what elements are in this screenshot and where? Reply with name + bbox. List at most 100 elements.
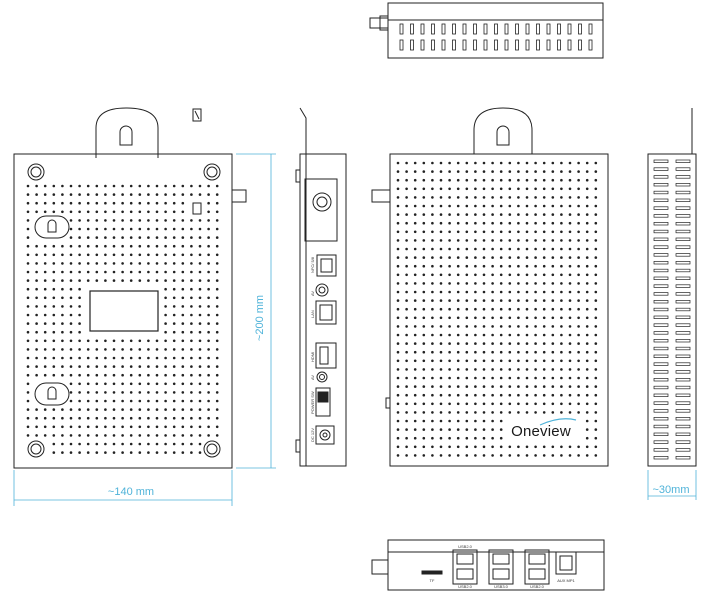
vent-hole xyxy=(112,399,116,403)
vent-hole xyxy=(499,445,503,449)
vent-hole xyxy=(129,416,133,420)
vent-hole xyxy=(112,348,116,351)
vent-hole xyxy=(568,247,572,251)
vent-hole xyxy=(26,425,30,429)
vent-hole xyxy=(542,282,546,285)
vent-slot xyxy=(653,175,669,179)
vent-hole xyxy=(215,365,219,368)
vent-hole xyxy=(207,408,210,411)
vent-hole xyxy=(52,210,56,214)
vent-hole xyxy=(181,416,185,420)
vent-hole xyxy=(35,434,38,437)
vent-hole xyxy=(482,436,486,440)
vent-hole xyxy=(112,451,116,454)
vent-hole xyxy=(448,187,451,191)
vent-hole xyxy=(525,342,529,345)
vent-hole xyxy=(26,279,30,282)
vent-hole xyxy=(95,236,99,239)
vent-hole xyxy=(190,219,193,222)
vent-hole xyxy=(542,368,546,371)
vent-hole xyxy=(198,270,202,274)
vent-hole xyxy=(396,178,400,182)
vent-hole xyxy=(112,279,116,282)
vent-hole xyxy=(474,402,477,406)
vent-hole xyxy=(129,253,133,257)
vent-hole xyxy=(568,299,572,302)
vent-hole xyxy=(542,161,546,165)
vent-hole xyxy=(61,313,64,317)
vent-hole xyxy=(448,428,451,431)
vent-hole xyxy=(568,342,572,345)
vent-hole xyxy=(164,287,167,291)
vent-hole xyxy=(155,442,159,446)
vent-slot xyxy=(653,222,669,226)
vent-hole xyxy=(431,333,434,337)
vent-hole xyxy=(465,428,469,431)
vent-hole xyxy=(190,373,193,377)
vent-hole xyxy=(448,161,451,165)
vent-hole xyxy=(198,322,202,325)
vent-hole xyxy=(499,419,503,423)
vent-hole xyxy=(439,316,443,320)
vent-hole xyxy=(456,161,460,165)
vent-hole xyxy=(198,434,202,437)
vent-hole xyxy=(577,299,580,302)
vent-hole xyxy=(405,170,408,173)
vent-hole xyxy=(69,451,73,454)
vent-hole xyxy=(585,247,589,251)
vent-hole xyxy=(551,204,555,208)
vent-hole xyxy=(577,342,580,345)
vent-hole xyxy=(474,264,477,268)
vent-hole xyxy=(585,419,589,423)
vent-hole xyxy=(190,434,193,437)
vent-hole xyxy=(585,161,589,165)
vent-hole xyxy=(560,393,563,397)
vent-hole xyxy=(439,213,443,216)
vent-hole xyxy=(181,296,185,300)
vent-hole xyxy=(52,270,56,274)
vent-hole xyxy=(491,325,494,328)
vent-hole xyxy=(396,307,400,311)
vent-hole xyxy=(190,348,193,351)
vent-hole xyxy=(405,428,408,431)
vent-hole xyxy=(207,253,210,257)
vent-hole xyxy=(508,239,512,242)
vent-slot xyxy=(675,222,691,226)
vent-hole xyxy=(26,287,30,291)
vent-hole xyxy=(215,356,219,360)
vent-hole xyxy=(147,356,150,360)
vent-hole xyxy=(138,236,142,239)
vent-hole xyxy=(396,196,400,199)
vent-hole xyxy=(35,253,38,257)
vent-hole xyxy=(35,210,38,214)
vent-hole xyxy=(172,365,176,368)
vent-hole xyxy=(405,359,408,363)
vent-hole xyxy=(86,425,90,429)
vent-hole xyxy=(78,322,81,325)
vent-hole xyxy=(474,239,477,242)
vent-hole xyxy=(534,368,537,371)
vent-hole xyxy=(431,221,434,225)
vent-hole xyxy=(121,219,124,222)
vent-hole xyxy=(594,376,598,380)
vent-hole xyxy=(431,368,434,371)
vent-hole xyxy=(121,434,124,437)
vent-hole xyxy=(491,350,494,354)
vent-hole xyxy=(465,299,469,302)
vent-hole xyxy=(190,253,193,257)
vent-hole xyxy=(26,184,30,188)
vent-hole xyxy=(190,244,193,248)
vent-hole xyxy=(525,350,529,354)
vent-hole xyxy=(405,454,408,457)
vent-hole xyxy=(431,376,434,380)
vent-hole xyxy=(61,253,64,257)
front-view xyxy=(371,107,609,467)
vent-hole xyxy=(86,219,90,222)
vent-hole xyxy=(69,210,73,214)
depth-label: ~30mm xyxy=(653,484,690,496)
vent-hole xyxy=(121,425,124,429)
vent-hole xyxy=(422,316,426,320)
vent-hole xyxy=(482,333,486,337)
vent-hole xyxy=(26,339,30,343)
vent-hole xyxy=(207,279,210,282)
